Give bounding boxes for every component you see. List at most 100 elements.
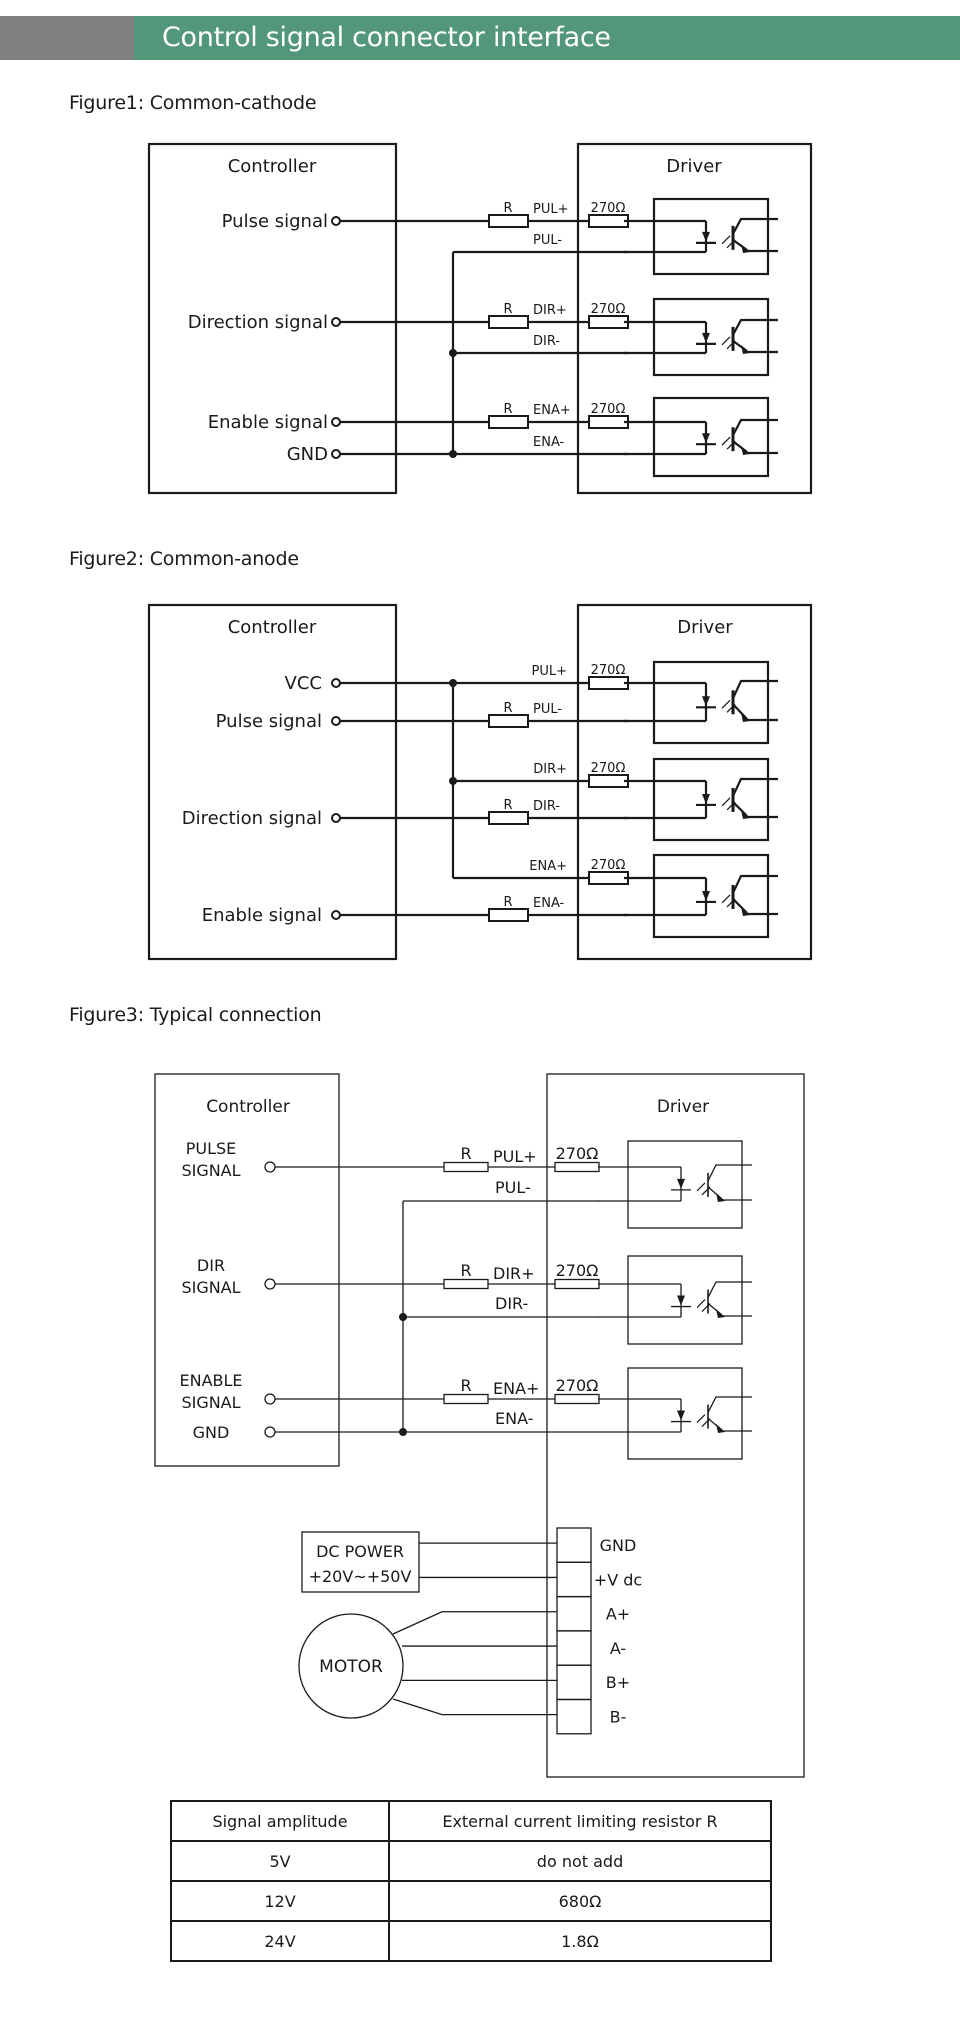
light-arrow-icon [696,1299,706,1308]
controller-pin-label: VCC [285,673,322,694]
figure1-title: Figure1: Common-cathode [69,92,317,114]
resistor-label: 270Ω [591,761,626,776]
optocoupler-icon [624,396,778,478]
optocoupler-icon [624,197,778,276]
resistor-label: 270Ω [591,402,626,417]
terminal-label: +V dc [594,1570,642,1589]
wire-label: ENA- [533,435,565,450]
dc-power-box [301,1531,420,1593]
light-arrow-icon [696,1182,706,1192]
internal-resistor [554,1161,600,1173]
terminal-slot [556,1527,592,1563]
resistor-label: 270Ω [591,201,626,216]
wire-label: PUL+ [493,1147,537,1166]
external-resistor [488,415,529,429]
optocoupler-icon [624,757,778,842]
table-row: 12V 680Ω [170,1880,772,1922]
collector-wire [707,1164,752,1182]
header-gray-block [0,16,134,60]
internal-resistor [554,1278,600,1290]
terminal-label: A+ [606,1605,630,1624]
internal-resistor [588,774,629,788]
wire-label: DIR- [533,799,560,814]
optocoupler-icon [598,1140,752,1229]
driver-label: Driver [677,617,733,638]
wire-label: PUL- [533,233,562,248]
terminal-slot [556,1664,592,1701]
optocoupler-box [627,1140,743,1229]
diode-icon [677,1295,685,1306]
resistor-label: R [460,1376,471,1395]
resistor-label: R [503,402,512,417]
motor-wire [392,1698,557,1716]
junction-dot [449,349,457,357]
table-cell: do not add [388,1840,772,1882]
terminal-circle [331,716,341,726]
dc-power-label: DC POWER [316,1542,404,1561]
wire-label: DIR- [533,334,560,349]
terminal-slot [556,1561,592,1598]
wire-label: ENA- [533,896,565,911]
external-resistor [488,214,529,228]
table-row: 5V do not add [170,1840,772,1882]
controller-pin-label: SIGNAL [181,1278,240,1297]
table-header-cell: Signal amplitude [170,1800,390,1842]
optocoupler-icon [624,297,778,377]
light-arrow-icon [721,336,731,346]
optocoupler-box [652,853,770,939]
controller-pin-label: GND [193,1423,230,1442]
terminal-label: GND [600,1536,637,1555]
motor-wire [392,1611,557,1635]
table-header-row: Signal amplitude External current limiti… [170,1800,772,1842]
controller-pin-label: Enable signal [202,905,322,926]
controller-label: Controller [228,617,317,638]
motor-icon [298,1613,404,1719]
collector-wire [732,318,778,336]
terminal-circle [331,417,341,427]
terminal-label: B- [610,1708,627,1727]
wire-label: ENA+ [533,403,571,418]
diode-icon [677,1410,685,1421]
resistor-label: 270Ω [591,302,626,317]
controller-pin-label: Direction signal [182,808,322,829]
optocoupler-box [652,660,770,745]
diode-icon [702,793,710,804]
controller-pin-label: PULSE [186,1139,237,1158]
resistor-label: R [503,701,512,716]
collector-wire [707,1396,752,1413]
resistor-label: R [503,201,512,216]
header-bar [134,16,960,60]
terminal-circle [264,1278,276,1290]
resistor-label: R [460,1261,471,1280]
dc-power-voltage: +20V~+50V [309,1567,412,1586]
controller-box [147,603,398,961]
terminal-circle [331,678,341,688]
diode-icon [702,433,710,444]
external-resistor [488,811,529,825]
light-arrow-icon [721,797,731,807]
light-arrow-icon [721,235,731,245]
controller-pin-label: Pulse signal [222,211,328,232]
external-resistor [488,714,529,728]
wire-label: PUL- [495,1178,531,1197]
terminal-circle [264,1393,276,1405]
collector-wire [732,418,778,436]
collector-wire [732,679,778,699]
diode-icon [702,332,710,343]
light-arrow-icon [696,1414,706,1423]
wire-label: DIR+ [533,762,567,777]
optocoupler-icon [624,660,778,745]
optocoupler-box [652,197,770,276]
table-cell: 24V [170,1920,390,1962]
optocoupler-box [627,1255,743,1345]
controller-pin-label: DIR [197,1256,225,1275]
optocoupler-box [627,1367,743,1460]
controller-pin-label: Pulse signal [216,711,322,732]
internal-resistor [588,415,629,429]
collector-wire [732,777,778,797]
controller-pin-label: SIGNAL [181,1393,240,1412]
